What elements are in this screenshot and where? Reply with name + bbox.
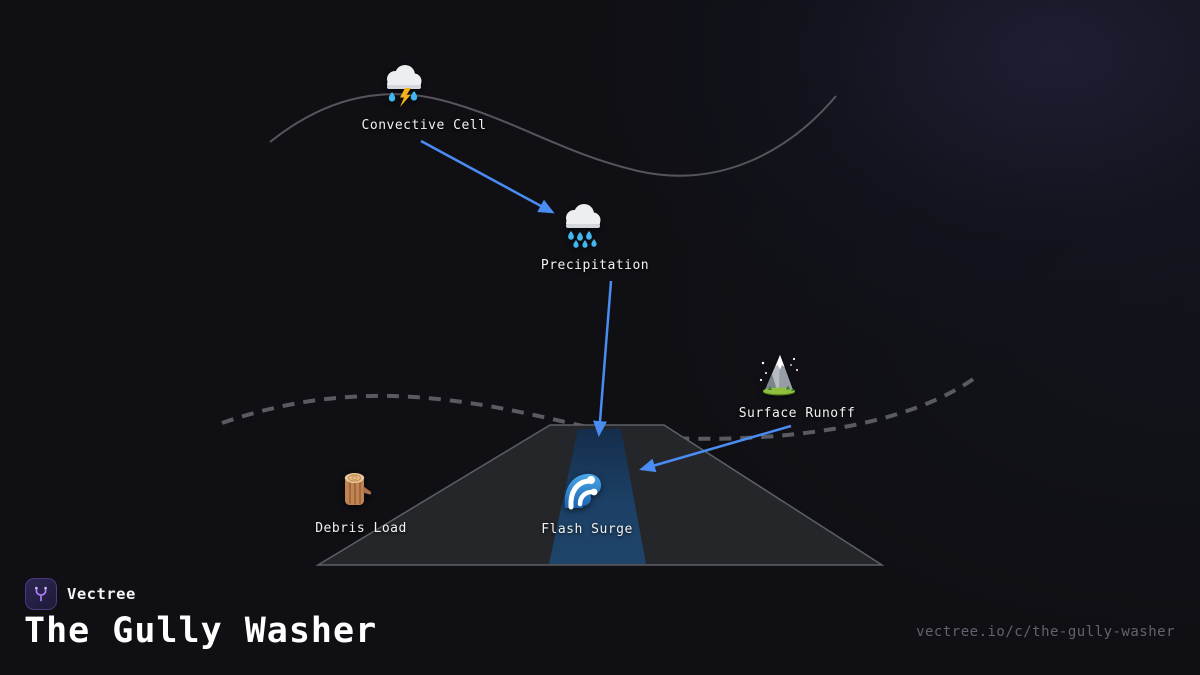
page-url: vectree.io/c/the-gully-washer <box>916 624 1175 640</box>
node-flash-surge[interactable]: Flash Surge <box>477 466 697 537</box>
edge-convective-to-precipitation <box>420 139 555 214</box>
node-precipitation[interactable]: Precipitation <box>485 202 705 273</box>
node-label-precipitation: Precipitation <box>540 258 650 273</box>
node-surface-runoff[interactable]: Surface Runoff <box>687 350 907 421</box>
edge-surface-runoff-to-flash-surge <box>639 424 792 473</box>
node-label-debris-load: Debris Load <box>315 521 407 536</box>
node-label-convective-cell: Convective Cell <box>361 118 487 133</box>
vectree-logo <box>25 578 57 610</box>
node-label-flash-surge: Flash Surge <box>541 522 633 537</box>
ridge-curve <box>269 93 837 177</box>
node-debris-load[interactable]: Debris Load <box>251 465 471 536</box>
page-title: The Gully Washer <box>24 611 378 651</box>
mountain-icon <box>755 350 803 398</box>
wave-icon <box>558 466 606 514</box>
rain-cloud-icon <box>558 202 606 250</box>
storm-cloud-icon <box>379 62 427 110</box>
brand-row: Vectree <box>25 578 136 610</box>
node-label-surface-runoff: Surface Runoff <box>738 406 856 421</box>
brand-name: Vectree <box>67 585 136 603</box>
log-icon <box>331 465 379 513</box>
gully-channel <box>549 429 646 564</box>
vectree-branch-icon <box>35 586 47 602</box>
node-convective-cell[interactable]: Convective Cell <box>314 62 534 133</box>
edge-precipitation-to-flash-surge <box>593 280 613 437</box>
